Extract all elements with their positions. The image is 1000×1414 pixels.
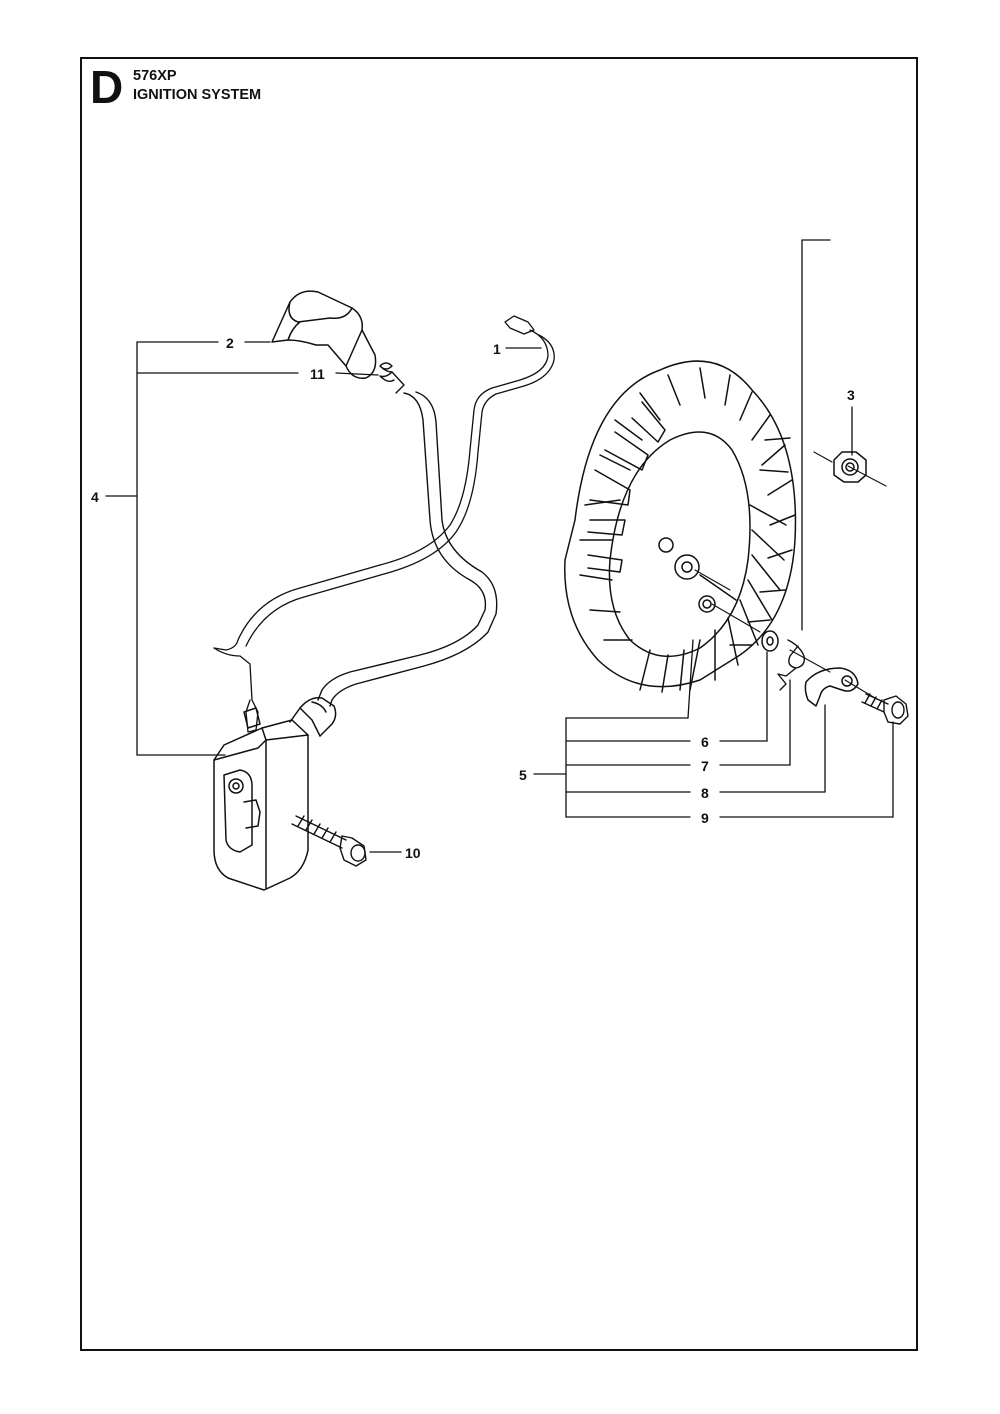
callout-1: 1 (493, 341, 501, 357)
callout-8: 8 (701, 785, 709, 801)
spring-part (379, 362, 405, 394)
flywheel-nut-part (833, 451, 867, 483)
ignition-cable (317, 391, 498, 707)
flywheel-part (564, 360, 797, 693)
pawl-screw-part (861, 693, 909, 725)
ignition-module-part (213, 696, 337, 891)
callout-7: 7 (701, 758, 709, 774)
callout-3: 3 (847, 387, 855, 403)
section-letter: D (90, 61, 124, 113)
short-circuit-cable-part (213, 315, 555, 733)
leader-lines-right (533, 239, 894, 818)
washer-part (761, 630, 779, 652)
spark-plug-boot-part (271, 290, 377, 379)
module-screw-part (291, 815, 367, 867)
leader-lines-left (105, 341, 542, 853)
starter-pawl-part (804, 667, 859, 707)
callout-6: 6 (701, 734, 709, 750)
callout-5: 5 (519, 767, 527, 783)
pawl-spring-part (777, 639, 806, 691)
callout-labels: 1 2 3 4 5 6 7 8 9 10 11 (91, 335, 855, 861)
page-title: IGNITION SYSTEM (133, 87, 262, 103)
page-border (80, 57, 918, 1351)
callout-9: 9 (701, 810, 709, 826)
model-number: 576XP (133, 68, 177, 84)
callout-4: 4 (91, 489, 99, 505)
callout-10: 10 (405, 845, 421, 861)
callout-11: 11 (310, 366, 325, 382)
callout-2: 2 (226, 335, 234, 351)
